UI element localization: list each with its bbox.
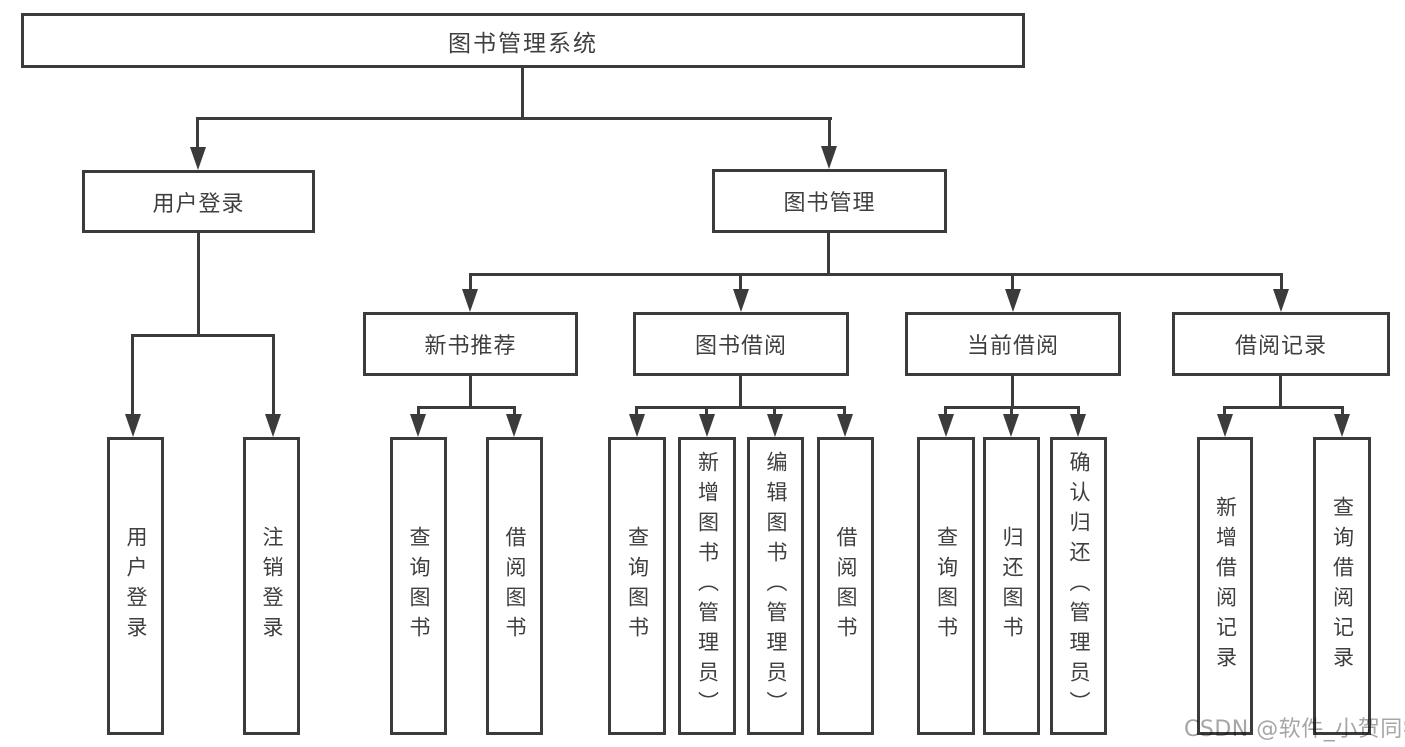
node-query-books-current: 查询图书	[917, 437, 975, 735]
arrow-down-icon	[767, 414, 783, 437]
node-add-book-admin: 新增图书（管理员）	[678, 437, 736, 735]
arrow-down-icon	[837, 414, 853, 437]
connector-line	[739, 273, 742, 291]
arrow-down-icon	[629, 414, 645, 437]
connector-line	[944, 406, 947, 416]
node-borrow-books-borrowing: 借阅图书	[817, 437, 874, 735]
arrow-down-icon	[1005, 289, 1021, 312]
connector-line	[828, 117, 831, 149]
arrow-down-icon	[1273, 289, 1289, 312]
connector-line	[1223, 406, 1344, 409]
connector-line	[417, 406, 516, 409]
arrow-down-icon	[1217, 414, 1233, 437]
arrow-down-icon	[125, 414, 141, 437]
node-label: 借阅图书	[503, 526, 527, 646]
arrow-down-icon	[410, 414, 426, 437]
node-label: 归还图书	[1000, 526, 1024, 646]
node-label: 图书借阅	[694, 334, 787, 359]
arrow-down-icon	[190, 147, 206, 170]
connector-line	[739, 376, 742, 408]
connector-line	[272, 334, 275, 416]
node-new-book-recommendation: 新书推荐	[363, 312, 578, 376]
node-label: 查询借阅记录	[1330, 496, 1355, 676]
connector-line	[1279, 376, 1282, 408]
arrow-down-icon	[733, 289, 749, 312]
node-confirm-return-admin: 确认归还（管理员）	[1050, 437, 1107, 735]
node-label: 当前借阅	[966, 334, 1059, 359]
arrow-down-icon	[462, 289, 478, 312]
node-add-borrow-record: 新增借阅记录	[1197, 437, 1253, 735]
connector-line	[131, 334, 134, 416]
node-label: 用户登录	[152, 191, 245, 217]
node-book-management: 图书管理	[712, 169, 947, 233]
connector-line	[705, 406, 708, 416]
node-current-borrowing: 当前借阅	[905, 312, 1121, 376]
arrow-down-icon	[1003, 414, 1019, 437]
node-label: 查询图书	[934, 526, 959, 646]
connector-line	[513, 406, 516, 416]
connector-line	[773, 406, 776, 416]
node-label: 借阅图书	[834, 526, 858, 646]
arrow-down-icon	[506, 414, 522, 437]
node-logout: 注销登录	[243, 437, 300, 735]
arrow-down-icon	[265, 414, 281, 437]
arrow-down-icon	[699, 414, 715, 437]
csdn-watermark: CSDN @软件_小贺同学	[1184, 717, 1405, 742]
node-label: 查询图书	[407, 526, 431, 646]
connector-line	[521, 68, 524, 119]
node-query-books-borrowing: 查询图书	[608, 437, 666, 735]
connector-line	[827, 233, 830, 275]
connector-line	[197, 233, 200, 337]
node-label: 编辑图书（管理员）	[764, 451, 788, 721]
connector-line	[1011, 376, 1014, 408]
connector-line	[1010, 406, 1013, 416]
node-label: 注销登录	[260, 526, 284, 646]
arrow-down-icon	[821, 146, 837, 169]
node-user-login-leaf: 用户登录	[107, 437, 164, 735]
connector-line	[196, 117, 832, 120]
node-label: 新增借阅记录	[1213, 496, 1238, 676]
connector-line	[417, 406, 420, 416]
arrow-down-icon	[1070, 414, 1086, 437]
connector-line	[131, 334, 275, 337]
node-query-books-recommend: 查询图书	[390, 437, 447, 735]
arrow-down-icon	[1334, 414, 1350, 437]
node-label: 新书推荐	[424, 334, 517, 359]
node-book-borrowing: 图书借阅	[633, 312, 849, 376]
node-borrowing-records: 借阅记录	[1172, 312, 1390, 376]
connector-line	[1011, 273, 1014, 291]
node-user-login: 用户登录	[82, 170, 315, 233]
connector-line	[1341, 406, 1344, 416]
node-label: 用户登录	[124, 526, 148, 646]
node-library-management-system: 图书管理系统	[21, 13, 1025, 68]
node-query-borrow-record: 查询借阅记录	[1313, 437, 1371, 735]
node-edit-book-admin: 编辑图书（管理员）	[747, 437, 804, 735]
arrow-down-icon	[938, 414, 954, 437]
connector-line	[635, 406, 638, 416]
node-label: 借阅记录	[1234, 334, 1327, 359]
node-label: 图书管理系统	[448, 30, 598, 57]
connector-line	[635, 406, 846, 409]
connector-line	[1077, 406, 1080, 416]
connector-line	[1223, 406, 1226, 416]
connector-line	[196, 117, 199, 150]
node-label: 新增图书（管理员）	[695, 451, 720, 721]
connector-line	[469, 273, 472, 291]
connector-line	[1280, 273, 1283, 291]
connector-line	[469, 376, 472, 408]
node-label: 查询图书	[625, 526, 650, 646]
connector-line	[843, 406, 846, 416]
connector-line	[469, 273, 1283, 276]
node-return-books: 归还图书	[983, 437, 1040, 735]
node-label: 确认归还（管理员）	[1067, 451, 1091, 721]
node-label: 图书管理	[783, 191, 876, 216]
node-borrow-books-recommend: 借阅图书	[486, 437, 543, 735]
